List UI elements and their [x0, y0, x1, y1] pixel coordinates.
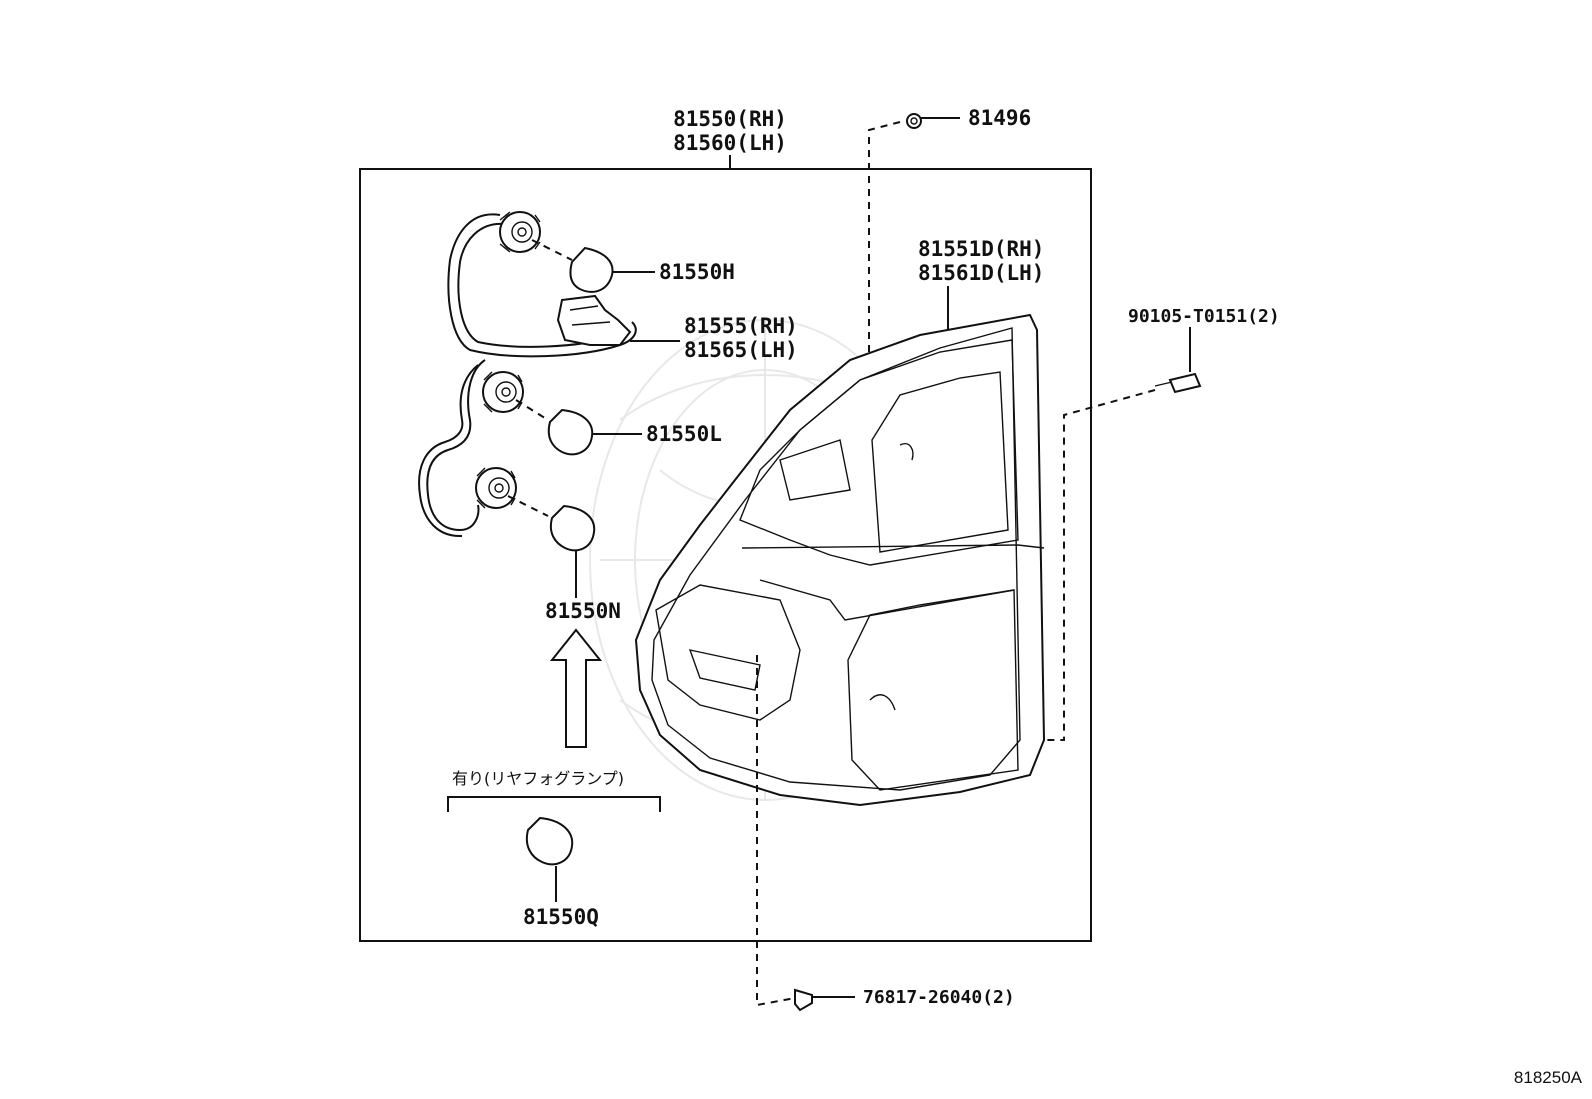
bulb-81550n: 81550N — [507, 495, 621, 623]
assembly-lh: 81560(LH) — [673, 131, 787, 155]
assembly-label: 81550(RH) 81560(LH) — [673, 107, 787, 169]
socket-lower — [475, 467, 517, 509]
fog-lamp-option: 有り(リヤフォグランプ) — [447, 769, 661, 812]
lens-rh: 81551D(RH) — [918, 237, 1044, 261]
connector-81555: 81555(RH) 81565(LH) — [556, 294, 798, 362]
socket-middle — [482, 371, 524, 413]
socket-rh: 81555(RH) — [684, 314, 798, 338]
label-81550n: 81550N — [545, 599, 621, 623]
label-81550h: 81550H — [659, 260, 735, 284]
bulb-81550q: 81550Q — [523, 816, 599, 929]
socket-lh: 81565(LH) — [684, 338, 798, 362]
tail-lamp-lens — [634, 313, 1046, 807]
bulb-81550h: 81550H — [531, 239, 735, 293]
part-90105: 90105-T0151(2) — [1044, 306, 1280, 741]
option-note: 有り(リヤフォグランプ) — [452, 769, 624, 788]
lens-label: 81551D(RH) 81561D(LH) — [918, 237, 1044, 332]
label-90105: 90105-T0151(2) — [1128, 306, 1280, 327]
lens-lh: 81561D(LH) — [918, 261, 1044, 285]
label-81550q: 81550Q — [523, 905, 599, 929]
diagram-code: 818250A — [1514, 1068, 1583, 1087]
part-76817: 76817-26040(2) — [756, 655, 1015, 1012]
label-76817: 76817-26040(2) — [863, 987, 1015, 1008]
label-81550l: 81550L — [646, 422, 722, 446]
wire-harness — [418, 213, 637, 538]
bulb-81550l: 81550L — [515, 399, 722, 456]
assembly-rh: 81550(RH) — [673, 107, 787, 131]
socket-upper — [499, 211, 541, 253]
up-arrow-icon — [549, 628, 603, 748]
assembly-box — [359, 168, 1092, 942]
label-81496: 81496 — [968, 106, 1031, 130]
